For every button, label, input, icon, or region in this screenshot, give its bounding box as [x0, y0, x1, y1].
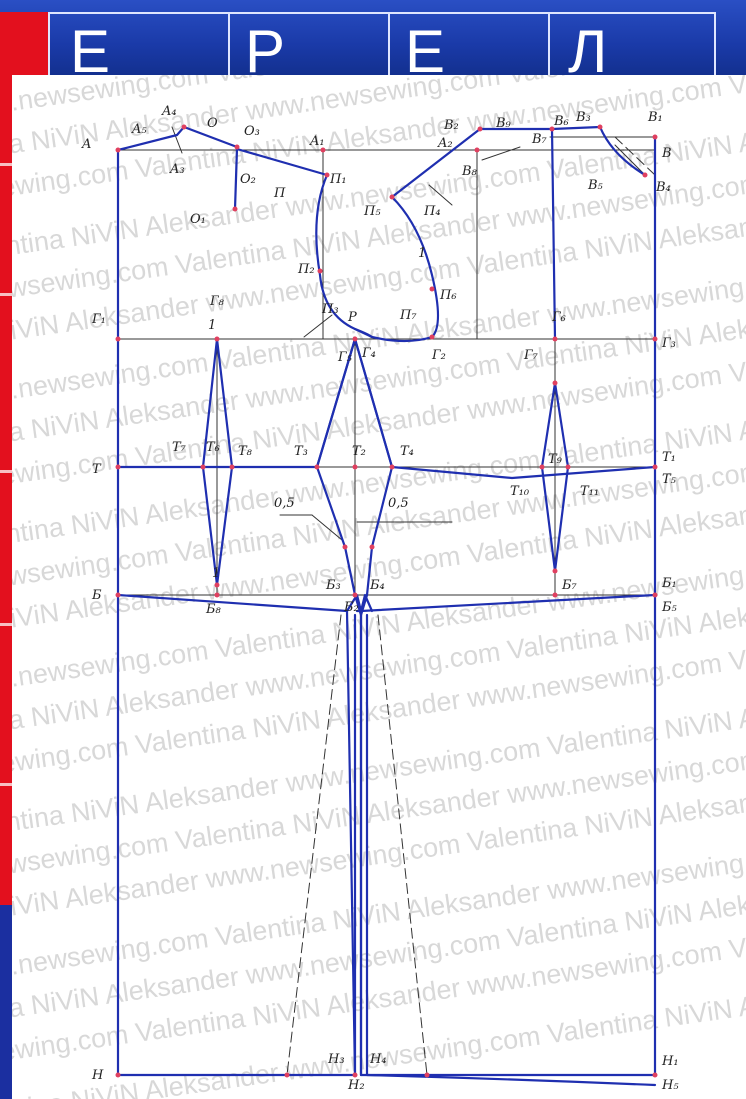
- label-H5: H₅: [661, 1078, 679, 1093]
- label-P6: П₆: [439, 288, 457, 303]
- label-H1: H₁: [661, 1054, 679, 1069]
- label-O3: O₃: [244, 124, 260, 139]
- label-T10: T₁₀: [510, 484, 530, 499]
- label-H: H: [91, 1068, 104, 1083]
- label-Bh: Б: [91, 588, 102, 603]
- label-B1: B₁: [647, 110, 663, 125]
- label-B2: B₂: [443, 118, 459, 133]
- label-B3: B₃: [575, 110, 591, 125]
- label-Bh7: Б₇: [561, 578, 578, 593]
- label-T11: T₁₁: [580, 484, 599, 499]
- label-T2: T₂: [352, 444, 366, 459]
- label-P7: П₇: [399, 308, 417, 323]
- label-A1: A₁: [309, 134, 325, 149]
- label-B6: B₆: [553, 114, 569, 129]
- title-cell-2: [228, 12, 390, 77]
- label-P2: П₂: [297, 262, 315, 277]
- title-letter-2: Р: [245, 18, 286, 85]
- title-letter-3: Е: [405, 18, 446, 85]
- pattern-sheet: www.newsewing.com Valentina NiViN Aleksa…: [12, 75, 746, 1099]
- label-P4: П₄: [423, 204, 441, 219]
- label-O2: O₂: [240, 172, 256, 187]
- label-G3: Г₃: [661, 336, 676, 351]
- label-half-2: 0,5: [388, 496, 409, 511]
- label-T: T: [92, 462, 102, 477]
- label-Bh4: Б₄: [369, 578, 385, 593]
- label-O1: O₁: [190, 212, 206, 227]
- red-tile: [0, 12, 48, 75]
- label-T4: T₄: [400, 444, 414, 459]
- label-T9: T₉: [548, 452, 563, 467]
- construction-lines: [117, 126, 656, 596]
- title-letter-1: Е: [70, 18, 111, 85]
- label-T5: T₅: [662, 472, 677, 487]
- label-T6: T₆: [206, 440, 220, 455]
- label-B9: B₉: [495, 116, 512, 131]
- label-B7: B₇: [531, 132, 548, 147]
- label-G1: Г₁: [91, 312, 106, 327]
- label-A: A: [81, 137, 91, 152]
- label-half-1: 0,5: [274, 496, 295, 511]
- label-B4: B₄: [655, 180, 671, 195]
- label-P-point: P: [347, 310, 357, 325]
- front-outline: [116, 148, 357, 1077]
- label-Bh8: Б₈: [205, 602, 222, 617]
- dress-pattern-drawing: A A₅ A₄ A₃ O O₃ O₂ O₁ A₁ П П₁ П₂ П₃ П₄ П…: [81, 104, 679, 1093]
- label-A5: A₅: [131, 122, 147, 137]
- label-G7: Г₇: [523, 348, 539, 363]
- label-G4: Г₄: [361, 346, 376, 361]
- label-A2: A₂: [437, 136, 453, 151]
- label-B8: B₈: [461, 164, 478, 179]
- label-G2: Г₂: [431, 348, 446, 363]
- label-P1: П₁: [329, 172, 347, 187]
- label-H4: H₄: [369, 1052, 387, 1067]
- label-B: B: [661, 146, 672, 161]
- title-letter-4: Л: [568, 18, 608, 85]
- left-accent-strip: [0, 75, 12, 1099]
- label-T3: T₃: [294, 444, 308, 459]
- label-P5: П₅: [363, 204, 381, 219]
- label-G6: Г₆: [551, 310, 566, 325]
- label-H3: H₃: [327, 1052, 345, 1067]
- label-P: П: [273, 186, 286, 201]
- label-H2: H₂: [347, 1078, 365, 1093]
- label-T7: T₇: [172, 440, 187, 455]
- label-T1: T₁: [662, 450, 676, 465]
- label-Bh2: Б₂: [343, 600, 359, 615]
- label-A3: A₃: [169, 162, 185, 177]
- label-Bh1: Б₁: [661, 576, 677, 591]
- title-cell-1: [48, 12, 230, 77]
- label-three: 1: [212, 566, 220, 581]
- label-G8: Г₈: [209, 294, 225, 309]
- construction-points: [115, 124, 658, 1078]
- title-cell-4: [548, 12, 716, 77]
- label-P3: П₃: [321, 302, 339, 317]
- label-Bh5: Б₅: [661, 600, 678, 615]
- label-G5: Г₅: [337, 350, 353, 365]
- label-A4: A₄: [161, 104, 177, 119]
- label-one-neck: 1: [418, 246, 426, 261]
- label-one-dart: 1: [208, 318, 216, 333]
- label-O: O: [207, 116, 218, 131]
- dashed-lines: [286, 136, 656, 1076]
- label-T8: T₈: [238, 444, 253, 459]
- label-Bh3: Б₃: [325, 578, 341, 593]
- label-B5: B₅: [587, 178, 604, 193]
- title-cell-3: [388, 12, 550, 77]
- title-bar: Е Р Е Л: [0, 0, 746, 82]
